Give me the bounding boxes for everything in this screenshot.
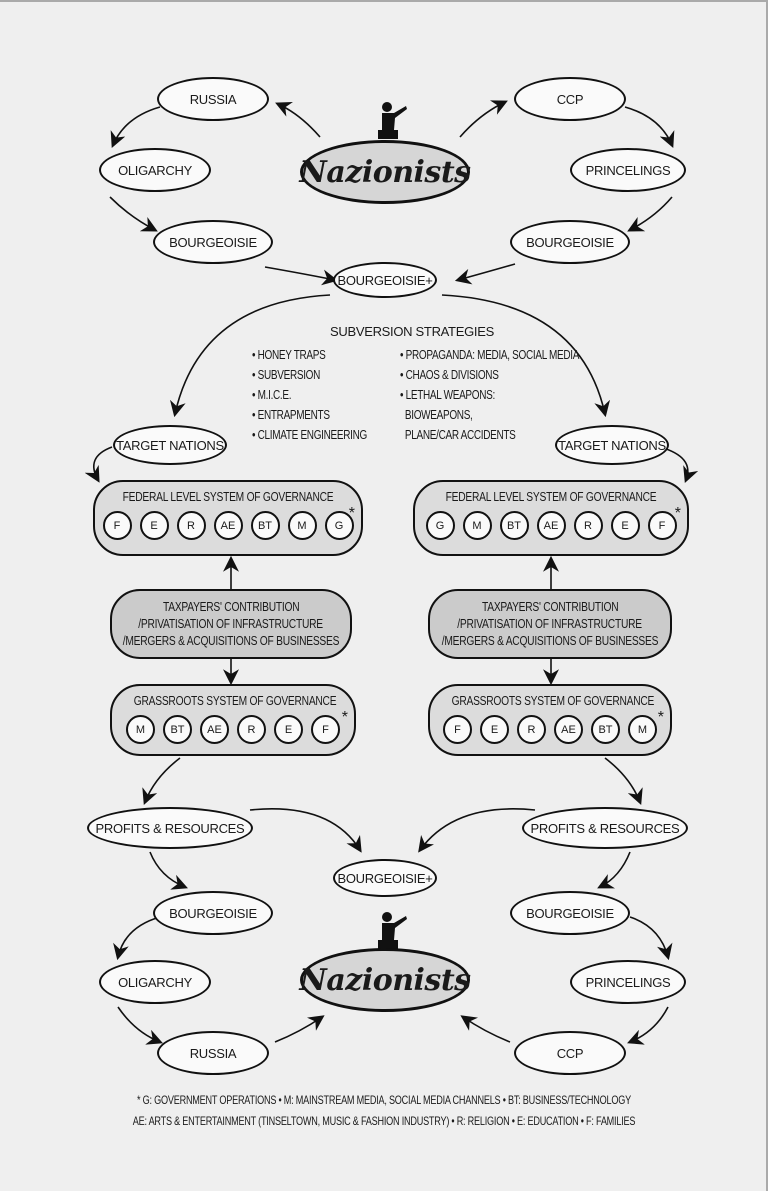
sector-circle: AE (536, 511, 566, 540)
node-bourgeoisie-bottom-right: BOURGEOISIE (510, 891, 630, 935)
grassroots-box-right: GRASSROOTS SYSTEM OF GOVERNANCE F E R AE… (428, 684, 672, 756)
figure-icon-bottom (378, 912, 407, 949)
figure-icon-top (378, 102, 407, 139)
sector-circle: BT (499, 511, 529, 540)
node-ccp-top: CCP (514, 77, 626, 121)
strategies-list-2: • PROPAGANDA: MEDIA, SOCIAL MEDIA • CHAO… (400, 345, 579, 445)
nazionists-title-top: Nazionists (299, 140, 471, 204)
strategy-item: PLANE/CAR ACCIDENTS (400, 428, 516, 442)
node-princelings-bottom: PRINCELINGS (570, 960, 686, 1004)
page-edge (766, 2, 768, 1191)
strategy-item: • LETHAL WEAPONS: (400, 388, 495, 402)
strategy-item: • CHAOS & DIVISIONS (400, 368, 499, 382)
node-russia-top: RUSSIA (157, 77, 269, 121)
nazionists-title-bottom: Nazionists (299, 948, 471, 1012)
node-ccp-bottom: CCP (514, 1031, 626, 1075)
taxpayers-box-right: TAXPAYERS' CONTRIBUTION /PRIVATISATION O… (428, 589, 672, 659)
sector-circle: G (324, 511, 354, 540)
grassroots-title: GRASSROOTS SYSTEM OF GOVERNANCE (133, 694, 337, 708)
sector-circle: BT (163, 715, 192, 744)
node-bourgeoisie-top-left: BOURGEOISIE (153, 220, 273, 264)
sector-circle: E (274, 715, 303, 744)
federal-box-right: FEDERAL LEVEL SYSTEM OF GOVERNANCE G M B… (413, 480, 689, 556)
node-russia-bottom: RUSSIA (157, 1031, 269, 1075)
tax-line: /PRIVATISATION OF INFRASTRUCTURE (457, 616, 643, 631)
strategy-item: • CLIMATE ENGINEERING (252, 428, 367, 442)
node-bourgeoisie-top-right: BOURGEOISIE (510, 220, 630, 264)
asterisk: * (348, 505, 355, 522)
asterisk: * (674, 505, 681, 522)
federal-title: FEDERAL LEVEL SYSTEM OF GOVERNANCE (445, 490, 657, 504)
asterisk: * (657, 709, 664, 726)
sector-circle: M (126, 715, 155, 744)
legend-line-2: AE: ARTS & ENTERTAINMENT (TINSELTOWN, MU… (132, 1114, 636, 1128)
strategy-item: • HONEY TRAPS (252, 348, 326, 362)
sector-circle: E (139, 511, 169, 540)
strategy-item: • M.I.C.E. (252, 388, 292, 402)
strategy-item: • SUBVERSION (252, 368, 321, 382)
node-bourgeoisie-plus-top: BOURGEOISIE+ (333, 262, 437, 298)
tax-line: /MERGERS & ACQUISITIONS OF BUSINESSES (122, 633, 340, 648)
federal-title: FEDERAL LEVEL SYSTEM OF GOVERNANCE (122, 490, 334, 504)
legend-line-1: * G: GOVERNMENT OPERATIONS • M: MAINSTRE… (137, 1093, 631, 1107)
sector-circle: R (573, 511, 603, 540)
sector-circle: E (480, 715, 509, 744)
sector-circle: M (628, 715, 657, 744)
strategy-item: • PROPAGANDA: MEDIA, SOCIAL MEDIA (400, 348, 580, 362)
sector-circle: AE (213, 511, 243, 540)
sector-circle: F (443, 715, 472, 744)
tax-line: /PRIVATISATION OF INFRASTRUCTURE (138, 616, 324, 631)
tax-line: TAXPAYERS' CONTRIBUTION (162, 599, 300, 614)
strategies-list-1: • HONEY TRAPS • SUBVERSION • M.I.C.E. • … (252, 345, 367, 445)
node-target-nations-left: TARGET NATIONS (113, 425, 227, 465)
sector-circle: BT (591, 715, 620, 744)
sector-circle: BT (250, 511, 280, 540)
strategies-title: SUBVERSION STRATEGIES (330, 324, 494, 339)
node-profits-left: PROFITS & RESOURCES (87, 807, 253, 849)
sector-circle: F (311, 715, 340, 744)
sector-circle: AE (554, 715, 583, 744)
federal-box-left: FEDERAL LEVEL SYSTEM OF GOVERNANCE F E R… (93, 480, 363, 556)
sector-circle: G (425, 511, 455, 540)
grassroots-title: GRASSROOTS SYSTEM OF GOVERNANCE (451, 694, 655, 708)
sector-circle: F (647, 511, 677, 540)
asterisk: * (341, 709, 348, 726)
node-profits-right: PROFITS & RESOURCES (522, 807, 688, 849)
node-oligarchy-bottom: OLIGARCHY (99, 960, 211, 1004)
node-target-nations-right: TARGET NATIONS (555, 425, 669, 465)
sector-circle: F (102, 511, 132, 540)
sector-circle: R (517, 715, 546, 744)
sector-circle: R (176, 511, 206, 540)
tax-line: /MERGERS & ACQUISITIONS OF BUSINESSES (441, 633, 659, 648)
grassroots-box-left: GRASSROOTS SYSTEM OF GOVERNANCE M BT AE … (110, 684, 356, 756)
strategy-item: • ENTRAPMENTS (252, 408, 330, 422)
sector-circle: R (237, 715, 266, 744)
strategy-item: BIOWEAPONS, (400, 408, 473, 422)
sector-circle: E (610, 511, 640, 540)
taxpayers-box-left: TAXPAYERS' CONTRIBUTION /PRIVATISATION O… (110, 589, 352, 659)
sector-circle: M (462, 511, 492, 540)
node-bourgeoisie-bottom-left: BOURGEOISIE (153, 891, 273, 935)
node-bourgeoisie-plus-bottom: BOURGEOISIE+ (333, 859, 437, 897)
sector-circle: M (287, 511, 317, 540)
node-princelings-top: PRINCELINGS (570, 148, 686, 192)
tax-line: TAXPAYERS' CONTRIBUTION (481, 599, 619, 614)
node-oligarchy-top: OLIGARCHY (99, 148, 211, 192)
sector-circle: AE (200, 715, 229, 744)
